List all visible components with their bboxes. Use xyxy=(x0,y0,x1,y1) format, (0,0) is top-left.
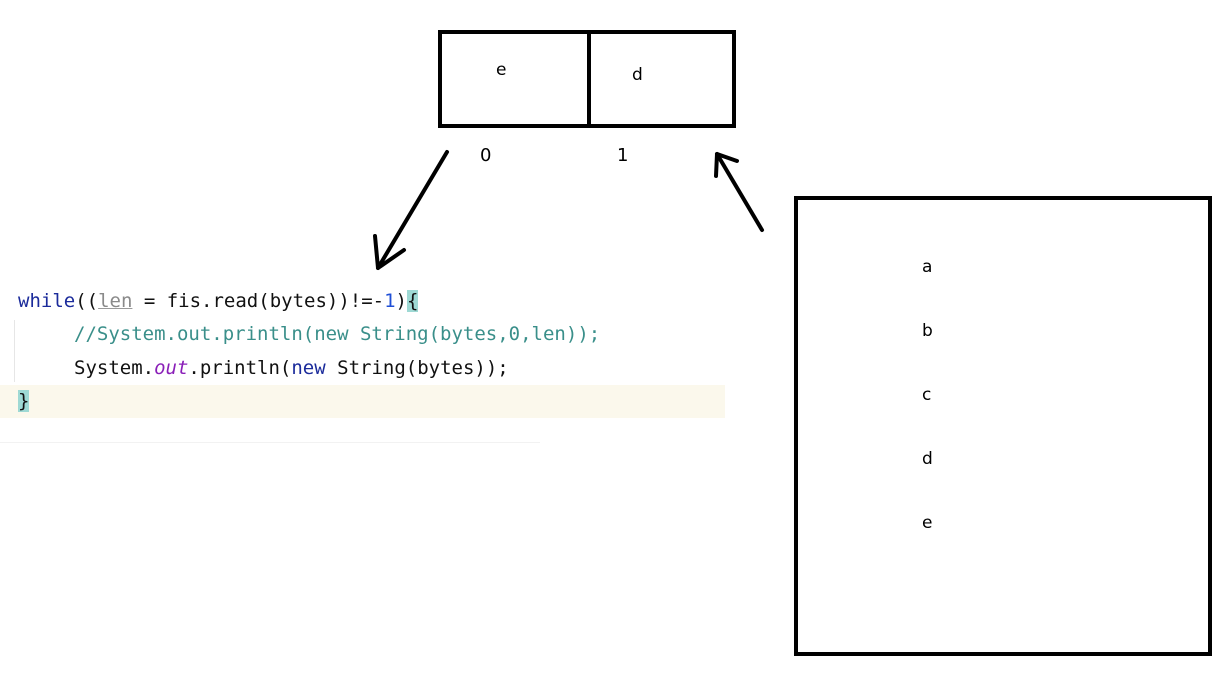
code-line-close-brace: } xyxy=(18,385,30,418)
byte-array-box: e d xyxy=(438,30,736,128)
code-line-println: System.out.println(new String(bytes)); xyxy=(74,352,509,385)
stream-item-e: e xyxy=(922,513,933,533)
code-system: System. xyxy=(74,357,155,379)
stream-item-c: c xyxy=(922,385,932,405)
arrow-to-array-head xyxy=(714,152,739,178)
array-cell-1-value: d xyxy=(632,65,643,85)
brace-close-highlighted: } xyxy=(18,390,30,412)
array-cell-0-value: e xyxy=(496,60,507,80)
number-literal-1: 1 xyxy=(384,290,396,312)
arrow-to-array xyxy=(715,152,764,232)
brace-open-highlighted: { xyxy=(407,290,419,312)
stream-item-d: d xyxy=(922,449,933,469)
arrow-to-code-head xyxy=(373,234,406,270)
arrow-to-code xyxy=(376,150,449,270)
code-snippet: while((len = fis.read(bytes))!=-1){ //Sy… xyxy=(0,284,730,444)
code-paren-close: ) xyxy=(395,290,407,312)
code-line-while: while((len = fis.read(bytes))!=-1){ xyxy=(18,285,419,318)
stream-item-b: b xyxy=(922,321,933,341)
editor-separator xyxy=(0,442,540,443)
stream-item-a: a xyxy=(922,257,933,277)
code-string-ctor: String(bytes)); xyxy=(325,357,509,379)
input-stream-box: a b c d e xyxy=(794,196,1212,656)
code-line-comment: //System.out.println(new String(bytes,0,… xyxy=(74,323,601,345)
code-read-call: = fis.read(bytes))!=- xyxy=(132,290,385,312)
array-index-0: 0 xyxy=(480,145,492,166)
code-paren-open: (( xyxy=(75,290,99,312)
current-line-highlight xyxy=(0,385,725,418)
indent-guide xyxy=(14,320,15,382)
array-cell-divider xyxy=(587,34,591,124)
array-index-1: 1 xyxy=(617,145,629,166)
keyword-while: while xyxy=(18,290,76,312)
field-out: out xyxy=(154,357,189,379)
variable-len: len xyxy=(98,290,133,312)
code-println: .println( xyxy=(188,357,292,379)
keyword-new: new xyxy=(291,357,326,379)
